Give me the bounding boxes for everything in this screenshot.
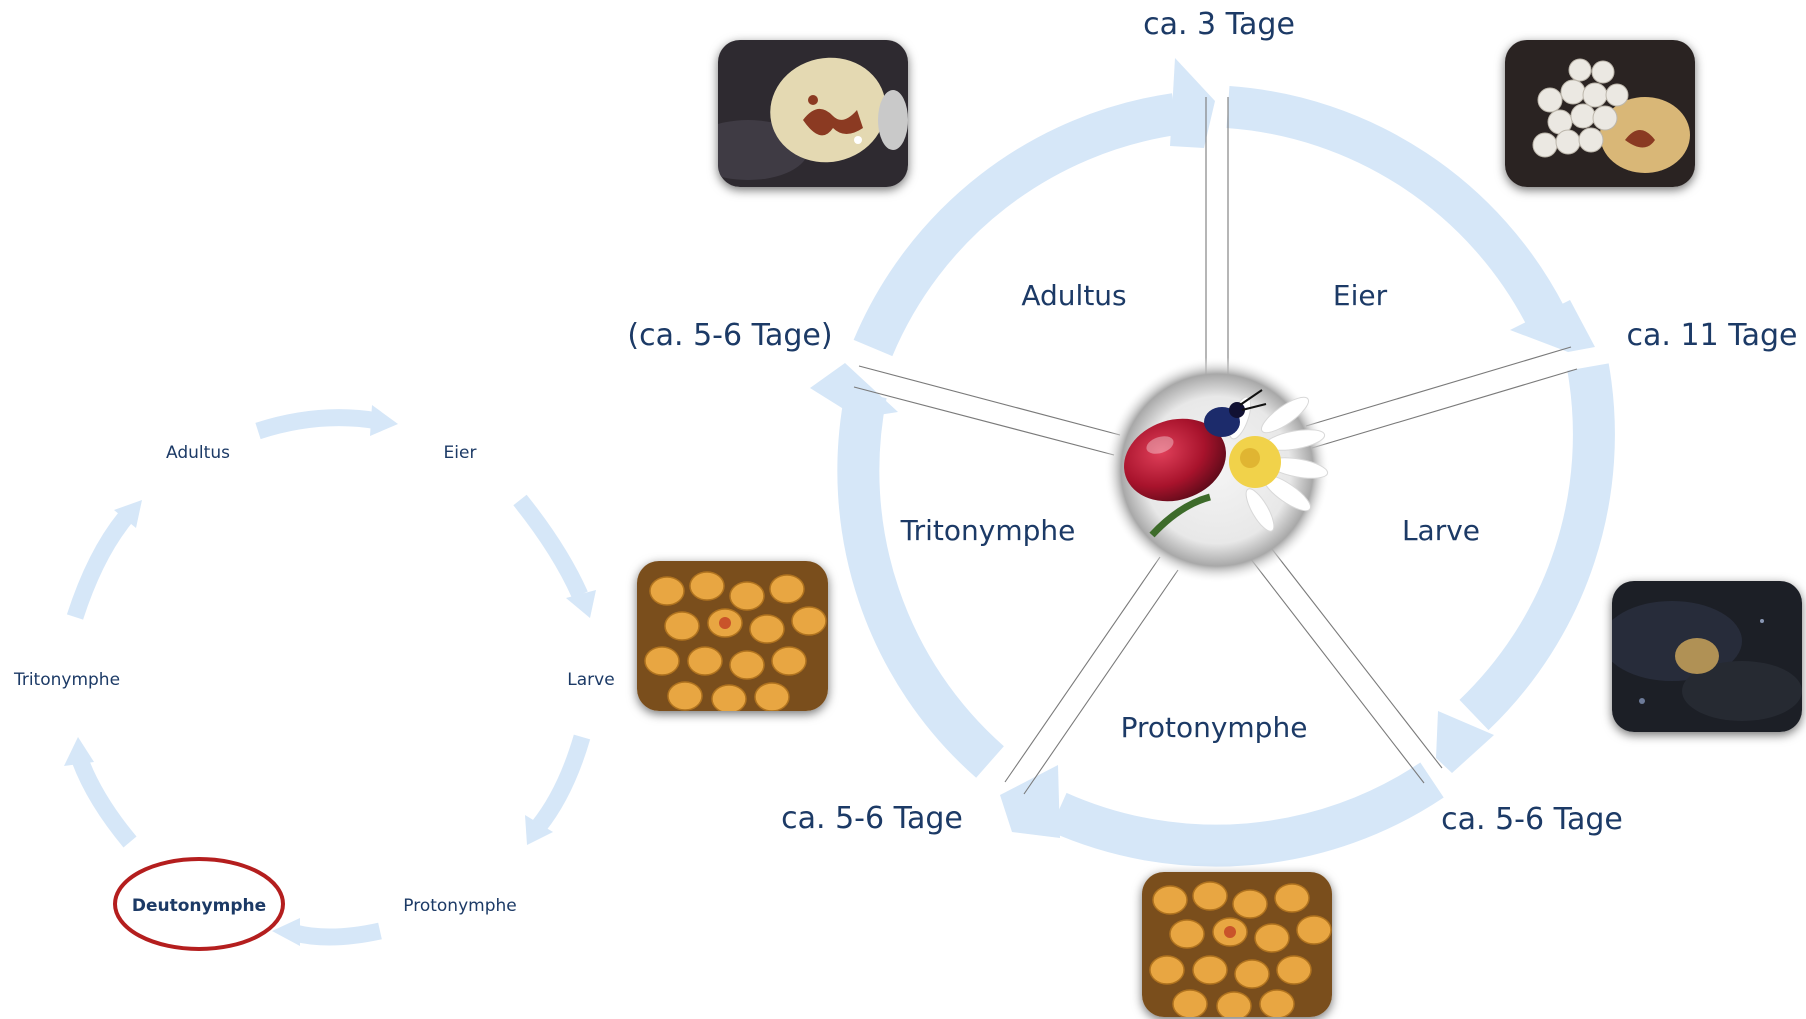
stage-label-eier: Eier	[1333, 279, 1388, 312]
photo-nymphs-cluster	[1142, 872, 1332, 1017]
small-arrow-eier-larve	[520, 500, 580, 595]
small-cycle: Adultus Eier Larve Protonymphe Deutonymp…	[13, 405, 615, 949]
photo-larvae-cluster	[637, 561, 828, 711]
big-arrowhead	[810, 363, 898, 418]
photo-eggs-on-mite	[1505, 40, 1695, 187]
small-label-protonymphe: Protonymphe	[403, 896, 516, 916]
duration-protonymphe-tritonymphe: ca. 5-6 Tage	[781, 801, 963, 836]
small-arrow-deutonymphe-tritonymphe	[80, 760, 130, 842]
big-arrow-tritonymphe-adultus	[858, 394, 990, 762]
duration-adultus-eier: ca. 3 Tage	[1143, 7, 1295, 42]
small-arrow-protonymphe-deutonymphe	[295, 931, 380, 937]
small-arrow-tritonymphe-adultus	[75, 518, 125, 617]
duration-larve-protonymphe: ca. 5-6 Tage	[1441, 802, 1623, 837]
small-arrowhead	[370, 405, 398, 436]
photo-larva-dark	[1612, 581, 1802, 732]
duration-tritonymphe-adultus: (ca. 5-6 Tage)	[627, 318, 832, 353]
small-arrowhead	[64, 737, 94, 766]
stage-label-tritonymphe: Tritonymphe	[900, 514, 1076, 547]
small-label-tritonymphe: Tritonymphe	[13, 670, 120, 690]
stage-label-larve: Larve	[1402, 514, 1480, 547]
stage-label-protonymphe: Protonymphe	[1121, 711, 1308, 744]
small-label-deutonymphe: Deutonymphe	[132, 896, 266, 916]
small-arrow-larve-protonymphe	[539, 737, 582, 826]
small-label-adultus: Adultus	[166, 443, 230, 463]
big-arrow-adultus-eier	[873, 114, 1175, 348]
small-label-larve: Larve	[567, 670, 614, 690]
big-arrow-protonymphe-tritonymphe	[1058, 780, 1432, 846]
duration-eier-larve: ca. 11 Tage	[1627, 318, 1798, 353]
big-arrow-larve-protonymphe	[1474, 367, 1594, 715]
small-arrow-adultus-eier	[258, 418, 378, 431]
center-beetle-image	[1104, 357, 1330, 583]
small-label-eier: Eier	[444, 443, 477, 463]
big-arrowhead	[1170, 58, 1215, 148]
stage-label-adultus: Adultus	[1021, 279, 1126, 312]
photo-adult-mite	[718, 40, 908, 187]
